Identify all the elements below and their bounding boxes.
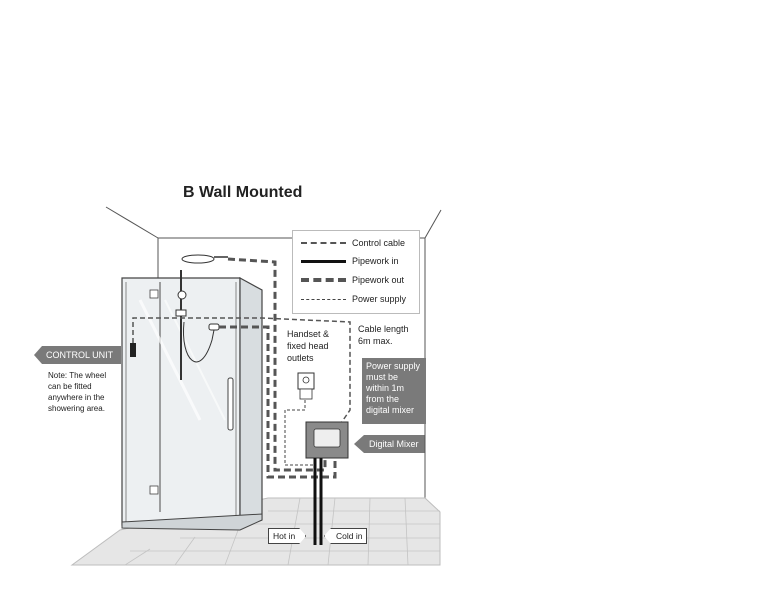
pipework-out-swatch — [301, 278, 346, 282]
tiled-floor — [70, 497, 441, 566]
control-cable-swatch — [301, 242, 346, 244]
cold-in-label: Cold in — [324, 528, 368, 544]
legend-label: Power supply — [352, 294, 407, 304]
hot-in-label: Hot in — [268, 528, 306, 544]
control-cable-line — [132, 317, 351, 433]
digital-mixer-icon — [305, 421, 349, 459]
pipework-in-swatch — [301, 259, 346, 263]
legend-item-control-cable: Control cable — [293, 234, 419, 252]
shower-fittings — [175, 254, 228, 380]
outlets-label: Handset & fixed head outlets — [287, 329, 330, 363]
power-socket-icon — [297, 372, 315, 400]
legend-label: Pipework out — [352, 275, 405, 285]
power-supply-note: Power supply must be within 1m from the … — [362, 358, 426, 424]
legend-box: Control cable Pipework in Pipework out P… — [292, 230, 420, 314]
shower-enclosure — [121, 276, 263, 531]
legend-item-pipework-in: Pipework in — [293, 252, 419, 270]
legend-item-power-supply: Power supply — [293, 290, 419, 308]
diagram-title: B Wall Mounted — [183, 184, 303, 201]
legend-label: Control cable — [352, 238, 406, 248]
legend-item-pipework-out: Pipework out — [293, 271, 419, 289]
control-unit-note: Note: The wheel can be fitted anywhere i… — [48, 371, 107, 413]
cable-length-label: Cable length 6m max. — [358, 324, 409, 346]
legend-label: Pipework in — [352, 256, 399, 266]
pipework-in-lines — [313, 458, 323, 545]
power-supply-swatch — [301, 298, 346, 300]
pipework-out-lines — [219, 257, 337, 479]
control-unit-label: CONTROL UNIT — [34, 346, 122, 364]
control-unit-icon — [130, 343, 136, 357]
digital-mixer-label: Digital Mixer — [354, 435, 425, 453]
